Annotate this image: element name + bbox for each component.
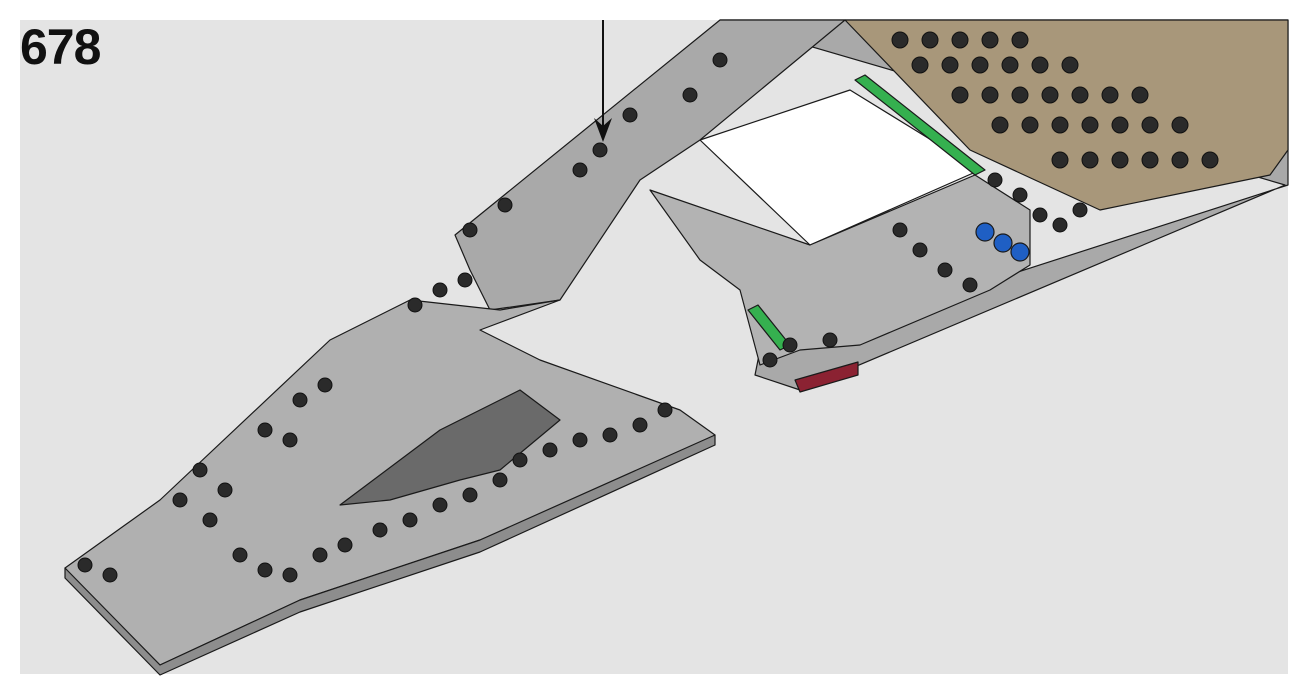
stud-grid [77, 31, 1219, 583]
hull-plate-center [649, 174, 1031, 366]
nose-side [64, 434, 716, 676]
down-arrow-icon [594, 20, 612, 142]
blue-stud [993, 233, 1013, 253]
dark-red-tile [794, 361, 859, 393]
step-number: 678 [20, 19, 101, 75]
blue-stud [1010, 242, 1030, 262]
hull-plate-mid [454, 19, 846, 311]
green-tile [854, 74, 986, 176]
blue-stud [975, 222, 995, 242]
nose-cavity [339, 389, 561, 506]
